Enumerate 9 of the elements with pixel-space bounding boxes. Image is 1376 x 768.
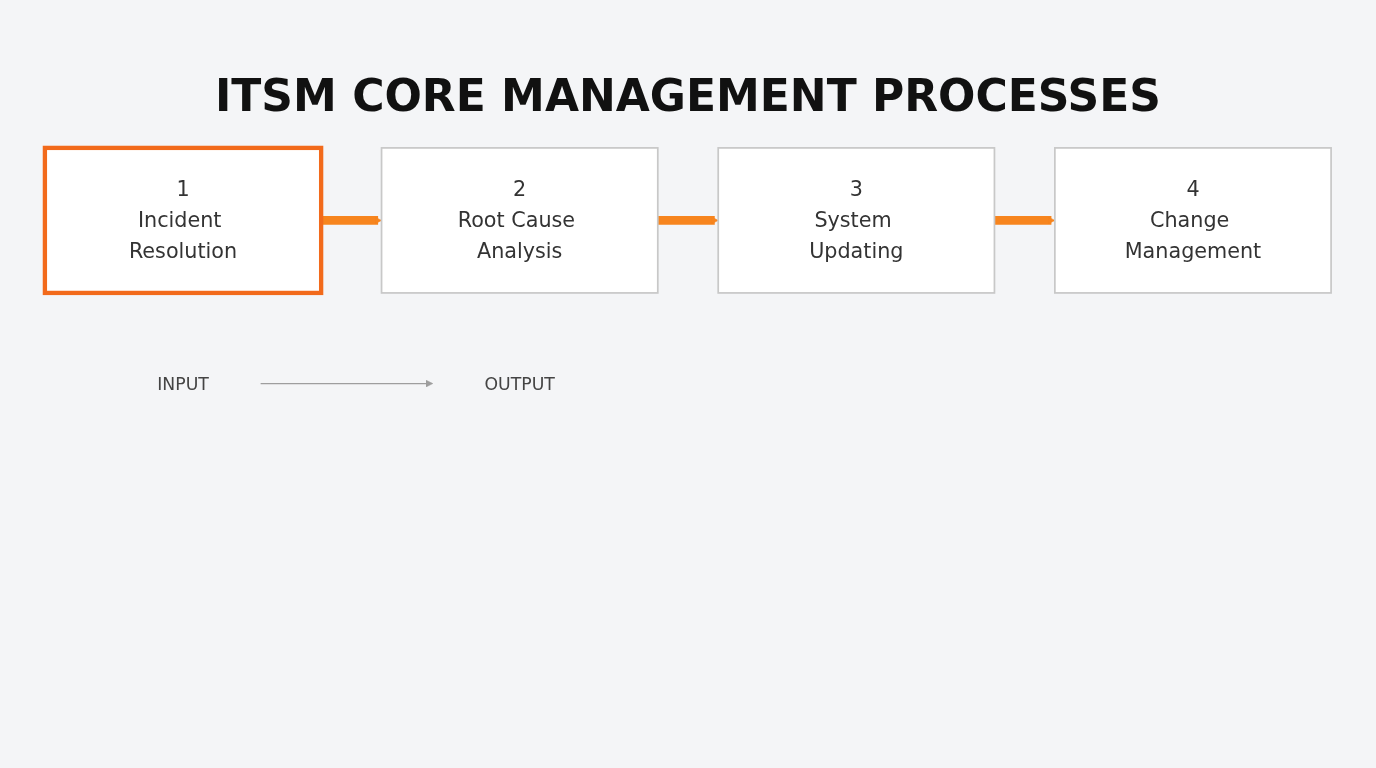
title: ITSM CORE MANAGEMENT PROCESSES	[214, 70, 1161, 121]
arrow	[657, 216, 719, 225]
node-box: 3 System Updating	[717, 147, 996, 294]
arrow	[259, 379, 434, 388]
node-box: 4 Change Management	[1054, 147, 1332, 294]
node-text: INPUT	[157, 373, 209, 394]
node-text: OUTPUT	[484, 373, 555, 394]
node-box: 2 Root Cause Analysis	[380, 147, 659, 294]
node-box: 1 Incident Resolution	[42, 145, 324, 296]
